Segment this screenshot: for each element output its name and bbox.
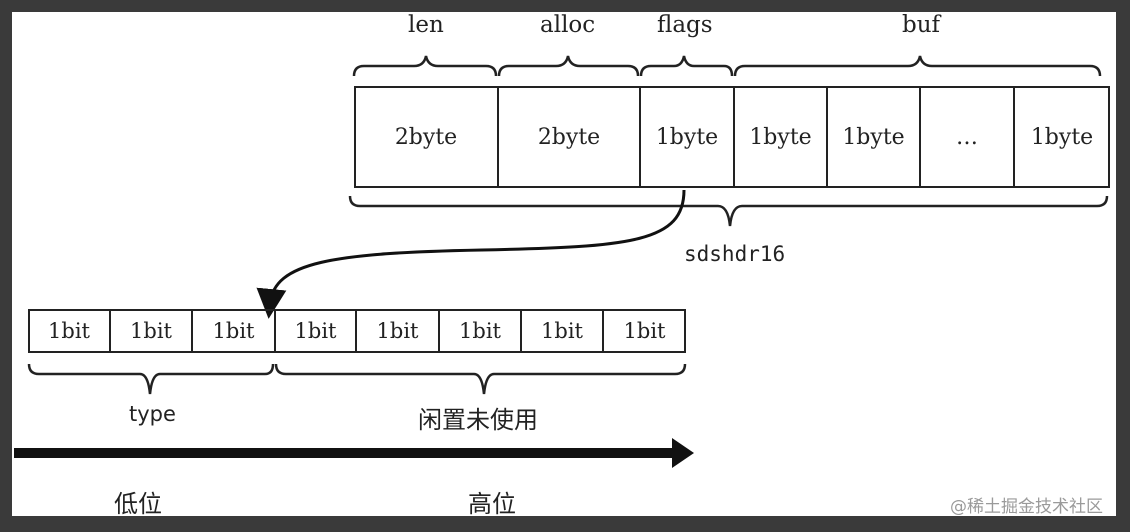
cell-buf-ellipsis: … xyxy=(921,87,1015,187)
bit-cell-5: 1bit xyxy=(440,310,522,352)
bit-cell-4: 1bit xyxy=(357,310,440,352)
brace-unused xyxy=(274,363,687,395)
cell-buf-1: 1byte xyxy=(828,87,921,187)
brace-type xyxy=(27,363,275,395)
label-high-bit: 高位 xyxy=(468,490,516,518)
field-label-len: len xyxy=(408,12,444,38)
cell-len: 2byte xyxy=(355,87,499,187)
bit-cell-7: 1bit xyxy=(623,319,666,343)
byte-row-box xyxy=(354,86,1110,188)
brace-len xyxy=(352,55,498,77)
bit-cell-1: 1bit xyxy=(111,310,193,352)
label-low-bit: 低位 xyxy=(114,490,162,518)
bit-order-arrow-head xyxy=(672,438,694,468)
cell-flags: 1byte xyxy=(641,87,735,187)
bit-order-arrow-shaft xyxy=(14,448,676,458)
struct-label-sdshdr16: sdshdr16 xyxy=(684,242,786,266)
field-label-buf: buf xyxy=(902,12,941,38)
flags-arrow xyxy=(256,189,686,319)
brace-alloc xyxy=(497,55,640,77)
brace-sdshdr16 xyxy=(348,195,1109,227)
cell-alloc: 2byte xyxy=(499,87,641,187)
brace-buf xyxy=(733,55,1102,77)
cell-buf-0: 1byte xyxy=(735,87,828,187)
diagram-canvas: len alloc flags buf 2byte 2byte 1byte 1b… xyxy=(12,12,1116,518)
diagram-lines xyxy=(14,55,1110,468)
watermark: @稀土掘金技术社区 xyxy=(950,497,1103,517)
bit-cell-2: 1bit xyxy=(193,310,276,352)
cell-buf-last: 1byte xyxy=(1030,124,1094,150)
label-type: type xyxy=(129,402,176,426)
bit-cell-3: 1bit xyxy=(276,310,357,352)
field-label-alloc: alloc xyxy=(540,12,596,38)
bit-cell-0: 1bit xyxy=(29,310,111,352)
bit-row-box xyxy=(28,309,686,353)
bit-cell-6: 1bit xyxy=(522,310,604,352)
field-label-flags: flags xyxy=(657,12,713,38)
label-unused: 闲置未使用 xyxy=(418,406,538,434)
brace-flags xyxy=(639,55,734,77)
